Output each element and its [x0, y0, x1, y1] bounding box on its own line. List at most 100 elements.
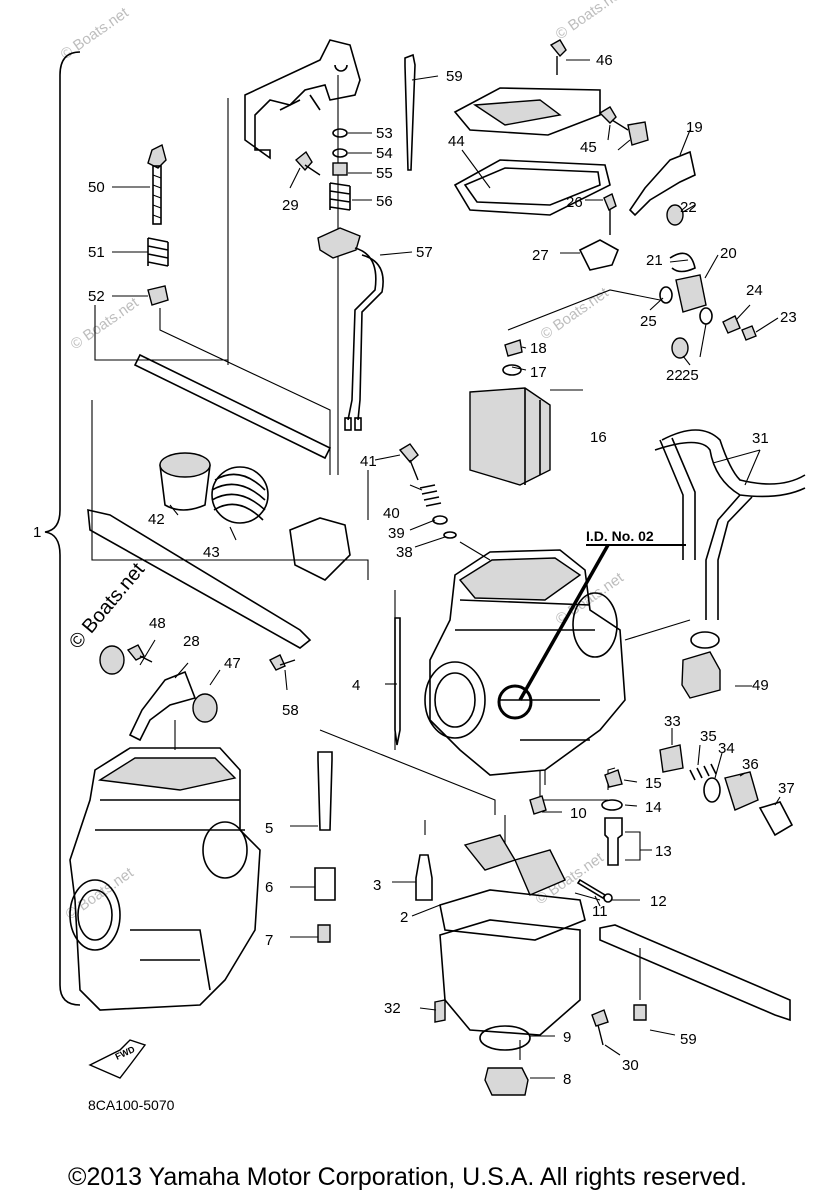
part-number-label: 59 — [446, 68, 463, 85]
part-labels: 1234567891011121314151617181920212222232… — [33, 52, 797, 1088]
assembly-bracket — [44, 51, 81, 1006]
copyright-notice: ©2013 Yamaha Motor Corporation, U.S.A. A… — [68, 1163, 747, 1191]
part-7-main-jet — [317, 924, 331, 943]
part-number-label: 29 — [282, 197, 299, 214]
part-number-label: 13 — [655, 843, 672, 860]
part-number-label: 25 — [640, 313, 657, 330]
part-number-label: 12 — [650, 893, 667, 910]
part-3-float-valve — [415, 854, 433, 901]
part-35-spring — [689, 763, 717, 781]
part-number-label: 7 — [265, 932, 273, 949]
part-14-oring — [601, 799, 623, 811]
part-number-label: 36 — [742, 756, 759, 773]
part-31-hoses — [654, 429, 806, 620]
part-15-nut — [604, 769, 623, 788]
part-number-label: 11 — [592, 903, 608, 920]
part-number-label: 55 — [376, 165, 393, 182]
part-number-label: 21 — [646, 252, 663, 269]
part-number-label: 43 — [203, 544, 220, 561]
part-number-label: 58 — [282, 702, 299, 719]
part-37-cap — [758, 801, 794, 837]
part-number-label: 35 — [700, 728, 717, 745]
throttle-bracket — [244, 39, 361, 160]
part-number-label: 10 — [570, 805, 587, 822]
part-number-label: 39 — [388, 525, 405, 542]
part-number-label: 28 — [183, 633, 200, 650]
float-bowl — [439, 919, 581, 1036]
part-6-main-jet-holder — [314, 867, 336, 901]
part-36-screw — [724, 771, 759, 811]
part-number-label: 34 — [718, 740, 735, 757]
drawing-code: 8CA100-5070 — [88, 1097, 175, 1113]
part-number-label: 57 — [416, 244, 433, 261]
label-leaders — [112, 59, 781, 1079]
part-51-screw — [147, 143, 167, 225]
left-carburetor — [69, 747, 261, 1011]
part-number-label: 27 — [532, 247, 549, 264]
part-11-pin — [576, 878, 607, 900]
part-number-label: 14 — [645, 799, 662, 816]
id-number-label: I.D. No. 02 — [586, 528, 654, 544]
id-marker — [497, 684, 533, 720]
part-53-nut — [147, 285, 169, 306]
part-59-screw — [269, 654, 296, 671]
part-number-label: 48 — [149, 615, 166, 632]
part-22-bushing — [671, 337, 689, 359]
part-54-57-stack — [329, 128, 351, 211]
part-number-label: 16 — [590, 429, 607, 446]
part-19-lever — [628, 150, 696, 217]
part-24-nut — [722, 315, 741, 334]
part-42-cap-top — [159, 452, 211, 478]
part-number-label: 49 — [752, 677, 769, 694]
part-13-pilot-screw — [604, 817, 623, 866]
part-30-screw — [591, 1009, 609, 1046]
part-38-oring — [443, 531, 457, 539]
right-link-plate — [599, 924, 791, 1022]
part-number-label: 52 — [88, 288, 105, 305]
part-number-label: 22 — [680, 199, 697, 216]
part-41-screw — [398, 443, 419, 481]
part-26-screw — [603, 193, 617, 235]
part-number-label: 4 — [352, 677, 360, 694]
part-number-label: 59 — [680, 1031, 697, 1048]
part-number-label: 31 — [752, 430, 769, 447]
part-number-label: 24 — [746, 282, 763, 299]
part-22-bushing — [666, 204, 684, 226]
part-number-label: 46 — [596, 52, 613, 69]
part-58-starter-cable — [317, 227, 384, 431]
part-43-top-cover — [453, 87, 611, 216]
part-number-label: 41 — [360, 453, 377, 470]
part-27-holder — [578, 239, 620, 271]
part-17-washer — [502, 364, 522, 376]
watermark: © Boats.net — [553, 0, 628, 43]
part-21-clip — [669, 252, 696, 273]
part-29-screw — [294, 150, 321, 176]
part-20-block — [675, 274, 707, 313]
part-number-label: 25 — [682, 367, 699, 384]
part-number-label: 8 — [563, 1071, 571, 1088]
part-60-tie — [404, 53, 416, 171]
part-46-screw — [549, 39, 567, 75]
part-2-float — [439, 834, 586, 941]
part-49-clamp — [681, 651, 721, 699]
part-50-spring — [211, 466, 269, 524]
part-number-label: 22 — [666, 367, 683, 384]
part-number-label: 50 — [88, 179, 105, 196]
link-bar — [87, 508, 312, 649]
part-number-label: 3 — [373, 877, 381, 894]
part-4-needle — [394, 617, 401, 746]
watermark-main: © Boats.net — [65, 558, 149, 653]
center-carburetor — [424, 549, 626, 776]
part-number-label: 15 — [645, 775, 662, 792]
part-number-label: 56 — [376, 193, 393, 210]
part-10-screw — [529, 795, 547, 815]
part-number-label: 18 — [530, 340, 547, 357]
part-number-label: 38 — [396, 544, 413, 561]
part-16-throttle-valve — [469, 387, 551, 486]
id-label-underline — [586, 544, 686, 546]
part-number-label: 2 — [400, 909, 408, 926]
part-number-label: 51 — [88, 244, 105, 261]
part-number-label: 20 — [720, 245, 737, 262]
part-28-lever — [128, 670, 197, 742]
